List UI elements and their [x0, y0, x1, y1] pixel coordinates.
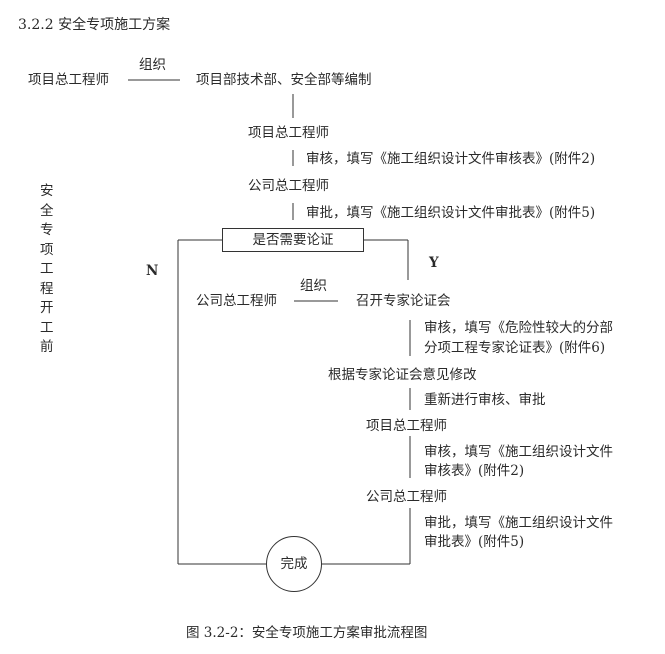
step-approve-3-line2: 审批表》(附件5) [424, 534, 525, 550]
figure-caption: 图 3.2-2：安全专项施工方案审批流程图 [186, 625, 428, 641]
branch-no-label: N [146, 263, 159, 279]
node-company-chief-engineer-3: 公司总工程师 [366, 489, 447, 505]
node-tech-safety-dept: 项目部技术部、安全部等编制 [196, 72, 372, 88]
step-review-2-line1: 审核，填写《危险性较大的分部 [424, 320, 613, 336]
step-approve-3-line1: 审批，填写《施工组织设计文件 [424, 515, 613, 531]
node-company-chief-engineer-1: 公司总工程师 [248, 178, 329, 194]
label-organize-1: 组织 [139, 57, 166, 73]
step-review-3-line2: 审核表》(附件2) [424, 463, 525, 479]
step-re-review: 重新进行审核、审批 [424, 392, 546, 408]
node-expert-meeting: 召开专家论证会 [356, 293, 451, 309]
label-organize-2: 组织 [300, 278, 327, 294]
node-company-chief-engineer-2: 公司总工程师 [196, 293, 277, 309]
node-project-chief-engineer-2: 项目总工程师 [248, 125, 329, 141]
step-review-2-line2: 分项工程专家论证表》(附件6) [424, 340, 606, 356]
step-review-1: 审核，填写《施工组织设计文件审核表》(附件2) [306, 151, 596, 167]
step-review-3-line1: 审核，填写《施工组织设计文件 [424, 444, 613, 460]
node-project-chief-engineer-1: 项目总工程师 [28, 72, 109, 88]
node-project-chief-engineer-3: 项目总工程师 [366, 418, 447, 434]
node-modify-per-expert: 根据专家论证会意见修改 [328, 367, 477, 383]
branch-yes-label: Y [429, 255, 439, 271]
step-approve-1: 审批，填写《施工组织设计文件审批表》(附件5) [306, 205, 596, 221]
decision-box: 是否需要论证 [222, 228, 364, 252]
section-heading: 3.2.2 安全专项施工方案 [18, 17, 171, 33]
side-label: 安全专项工程开工前 [40, 183, 54, 355]
complete-node: 完成 [266, 536, 322, 592]
